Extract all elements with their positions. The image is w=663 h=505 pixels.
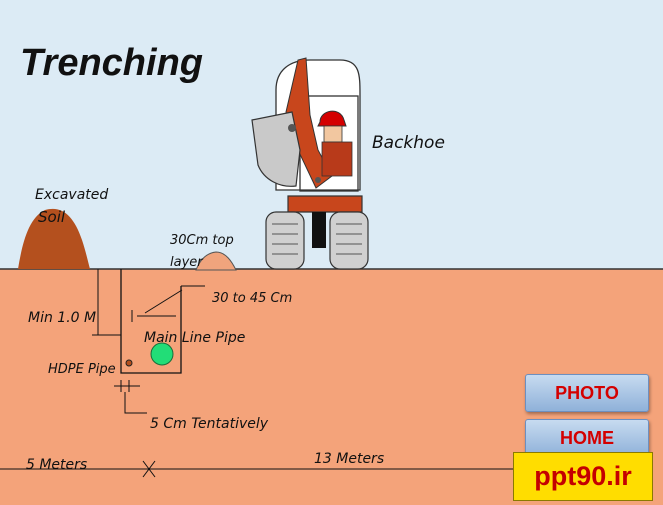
backhoe — [251, 57, 369, 270]
trench-outline — [120, 269, 182, 374]
backhoe-bucket — [251, 111, 301, 187]
fill-depth-leader — [144, 289, 183, 314]
backhoe-mast — [312, 212, 326, 248]
excavated-soil-mound — [18, 208, 90, 269]
right-track — [329, 211, 369, 270]
distance-divider-tick-2 — [142, 460, 156, 478]
left-track — [265, 211, 305, 270]
page-title: Trenching — [20, 42, 203, 84]
hdpe-pipe — [125, 359, 133, 367]
top-layer-label-1: 30Cm top — [170, 233, 234, 248]
excavated-soil-label-1: Excavated — [35, 187, 108, 203]
gap-leader — [124, 392, 147, 414]
backhoe-body — [287, 195, 363, 213]
depth-range-label: 30 to 45 Cm — [212, 291, 292, 306]
top-layer-mound — [195, 251, 237, 271]
backhoe-boom — [285, 57, 333, 189]
hdpe-pipe-label: HDPE Pipe — [48, 362, 116, 377]
excavated-soil-label-2: Soil — [38, 208, 66, 226]
gap-label: 5 Cm Tentatively — [150, 416, 269, 432]
distance-left-label: 5 Meters — [26, 457, 87, 473]
top-layer-label-2: layer — [170, 255, 204, 270]
home-button[interactable]: HOME — [525, 419, 649, 457]
min-depth-label: Min 1.0 M — [28, 310, 96, 326]
main-line-pipe — [150, 342, 174, 366]
photo-button[interactable]: PHOTO — [525, 374, 649, 412]
backhoe-pivot-2 — [315, 177, 321, 183]
brand-badge: ppt90.ir — [513, 452, 653, 501]
operator-head — [323, 125, 343, 143]
operator-helmet — [317, 110, 347, 127]
backhoe-label: Backhoe — [372, 133, 445, 153]
operator-body — [321, 141, 353, 177]
main-pipe-label: Main Line Pipe — [144, 330, 245, 346]
backhoe-pivot — [288, 124, 296, 132]
distance-right-label: 13 Meters — [314, 451, 384, 467]
